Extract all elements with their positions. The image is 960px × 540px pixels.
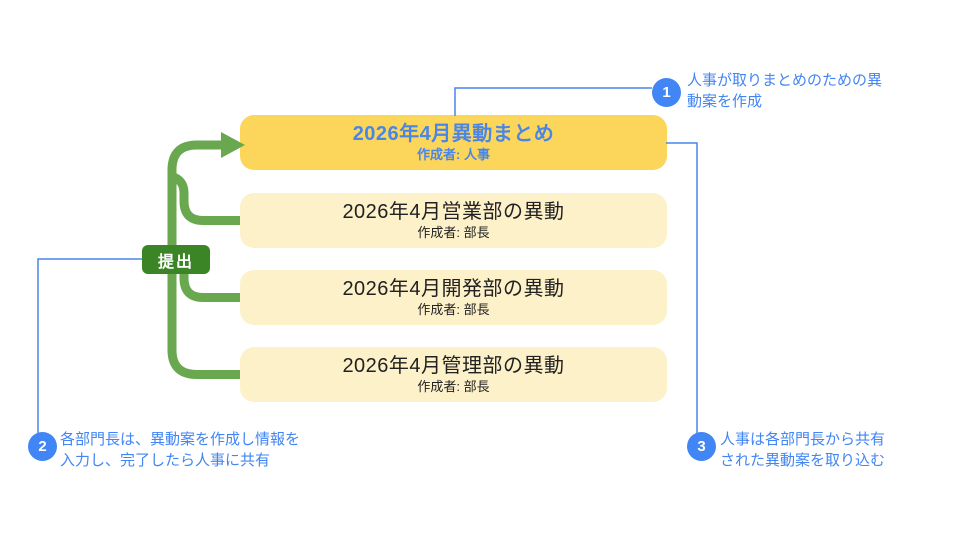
annotation-1-text: 人事が取りまとめのための異 動案を作成	[687, 72, 883, 110]
flow-arrowhead-icon	[221, 132, 245, 158]
summary-doc-title: 2026年4月異動まとめ	[352, 122, 555, 145]
submit-label: 提出	[142, 245, 210, 274]
dev-dept-doc-author: 作成者: 部長	[417, 302, 490, 318]
flow-branch-sales	[169, 171, 240, 225]
annotation-2-text: 各部門長は、異動案を作成し情報を 入力し、完了したら人事に共有	[60, 431, 301, 469]
admin-dept-doc-author: 作成者: 部長	[417, 379, 490, 395]
sales-dept-doc-box: 2026年4月営業部の異動 作成者: 部長	[240, 193, 667, 248]
sales-dept-doc-title: 2026年4月営業部の異動	[342, 200, 565, 223]
summary-doc-author: 作成者: 人事	[417, 147, 490, 163]
admin-dept-doc-title: 2026年4月管理部の異動	[342, 354, 565, 377]
leader-line-annotation-1	[454, 87, 652, 116]
leader-line-annotation-2	[37, 258, 142, 434]
sales-dept-doc-author: 作成者: 部長	[417, 225, 490, 241]
annotation-1-badge: 1	[652, 78, 681, 107]
annotation-3-badge: 3	[687, 432, 716, 461]
summary-doc-box: 2026年4月異動まとめ 作成者: 人事	[240, 115, 667, 170]
annotation-2-badge: 2	[28, 432, 57, 461]
leader-line-annotation-3	[666, 142, 698, 434]
dev-dept-doc-title: 2026年4月開発部の異動	[342, 277, 565, 300]
admin-dept-doc-box: 2026年4月管理部の異動 作成者: 部長	[240, 347, 667, 402]
dev-dept-doc-box: 2026年4月開発部の異動 作成者: 部長	[240, 270, 667, 325]
annotation-3-text: 人事は各部門長から共有 された異動案を取り込む	[720, 431, 886, 469]
